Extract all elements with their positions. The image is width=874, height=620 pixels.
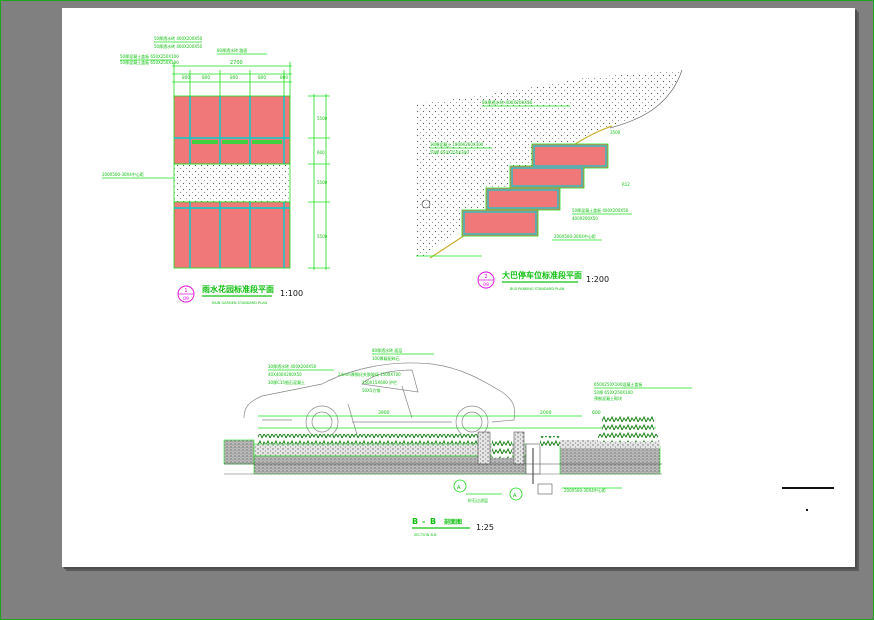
svg-text:5500: 5500 xyxy=(317,180,328,185)
svg-text:50厚 650X250X100: 50厚 650X250X100 xyxy=(594,390,633,395)
plan1-rain-garden: 2700 800 800 800 800 800 50厚透水砖 400X200X… xyxy=(102,35,330,305)
svg-text:200X500-30X4中心距: 200X500-30X4中心距 xyxy=(102,171,144,177)
plan2-bus-parking: 80厚透水砖 400X200X50 30厚混凝土 1000X250X300 50… xyxy=(416,69,683,291)
plan1-index-top: 1 xyxy=(184,288,187,294)
svg-text:-: - xyxy=(422,517,425,526)
svg-text:400X200X50: 400X200X50 xyxy=(572,216,598,221)
section-dim-3: 600 xyxy=(592,410,601,416)
section-index-left: B xyxy=(412,517,418,526)
plan1-dim-overall: 2700 xyxy=(230,60,243,66)
svg-text:24mm厚钢化夹胶玻璃 1500X700: 24mm厚钢化夹胶玻璃 1500X700 xyxy=(338,371,401,377)
plan1-title: 雨水花园标准段平面 xyxy=(202,284,274,294)
plan2-index-bottom: 09 xyxy=(483,282,489,288)
svg-text:5500: 5500 xyxy=(317,116,328,121)
svg-text:BUS PARKING STANDARD PLAN: BUS PARKING STANDARD PLAN xyxy=(510,287,565,291)
svg-text:800: 800 xyxy=(202,75,210,80)
svg-text:200X500-30X4中心距: 200X500-30X4中心距 xyxy=(564,487,606,493)
section-index-right: B xyxy=(430,517,436,526)
svg-text:150X15X600 护栏: 150X15X600 护栏 xyxy=(362,379,397,385)
svg-text:A: A xyxy=(457,485,461,491)
svg-text:50厚透水砖 400X200X50: 50厚透水砖 400X200X50 xyxy=(154,43,203,49)
sheet-shadow xyxy=(855,12,859,571)
svg-text:砂石过滤层: 砂石过滤层 xyxy=(468,497,488,503)
plan2-index-top: 2 xyxy=(484,274,487,280)
svg-text:30厚混凝土 1000X250X300: 30厚混凝土 1000X250X300 xyxy=(430,141,484,147)
section-dim-1: 3900 xyxy=(378,410,390,416)
svg-text:SECTION B-B: SECTION B-B xyxy=(414,533,437,537)
svg-text:800: 800 xyxy=(182,75,190,80)
svg-text:600: 600 xyxy=(317,150,325,155)
svg-text:50厚混凝土盖板 650X250X100: 50厚混凝土盖板 650X250X100 xyxy=(120,59,179,65)
svg-text:5500: 5500 xyxy=(317,234,328,239)
svg-text:80厚透水砖 路面: 80厚透水砖 路面 xyxy=(217,47,247,53)
plan1-scale: 1:100 xyxy=(280,289,303,298)
drawing-sheet[interactable]: 2700 800 800 800 800 800 50厚透水砖 400X200X… xyxy=(62,8,855,567)
svg-text:30厚透水砖 400X200X50: 30厚透水砖 400X200X50 xyxy=(268,363,317,369)
svg-text:30厚C15细石混凝土: 30厚C15细石混凝土 xyxy=(268,379,305,385)
svg-text:A: A xyxy=(513,493,517,499)
section-title: 剖面图 xyxy=(444,518,462,526)
svg-text:50厚 650X250X300: 50厚 650X250X300 xyxy=(430,150,469,155)
svg-text:50厚透水砖 400X200X50: 50厚透水砖 400X200X50 xyxy=(154,35,203,41)
section-b-b: 3900 2000 600 30厚透水砖 400X200X50 40X400X2… xyxy=(223,347,834,537)
svg-text:R12: R12 xyxy=(622,182,630,187)
svg-text:800: 800 xyxy=(258,75,266,80)
svg-text:650X250X100混凝土盖板: 650X250X100混凝土盖板 xyxy=(594,381,642,387)
svg-text:100厚级配碎石: 100厚级配碎石 xyxy=(372,355,400,361)
svg-text:50厚混凝土盖板 400X200X50: 50厚混凝土盖板 400X200X50 xyxy=(572,207,629,213)
svg-text:50X5方钢: 50X5方钢 xyxy=(362,387,380,393)
svg-text:80厚透水砖 面层: 80厚透水砖 面层 xyxy=(372,347,402,353)
svg-text:800: 800 xyxy=(230,75,238,80)
svg-text:3500: 3500 xyxy=(610,130,621,135)
svg-text:50厚混凝土盖板 650X250X100: 50厚混凝土盖板 650X250X100 xyxy=(120,53,179,59)
svg-text:200X500-30X4中心距: 200X500-30X4中心距 xyxy=(554,233,596,239)
svg-text:预制混凝土砌块: 预制混凝土砌块 xyxy=(594,395,622,401)
plan2-scale: 1:200 xyxy=(586,275,609,284)
svg-text:RAIN GARDEN STANDARD PLAN: RAIN GARDEN STANDARD PLAN xyxy=(212,301,268,305)
sheet-shadow xyxy=(66,567,859,571)
plan1-index-bottom: 09 xyxy=(183,296,189,302)
section-dim-2: 2000 xyxy=(540,410,552,416)
plan2-title: 大巴停车位标准段平面 xyxy=(502,270,582,280)
svg-text:80厚透水砖 400X200X50: 80厚透水砖 400X200X50 xyxy=(482,99,533,106)
cad-drawing[interactable]: 2700 800 800 800 800 800 50厚透水砖 400X200X… xyxy=(62,8,855,567)
svg-text:40X400X200X50: 40X400X200X50 xyxy=(268,372,302,377)
section-scale: 1:25 xyxy=(476,523,494,532)
svg-text:800: 800 xyxy=(280,75,288,80)
